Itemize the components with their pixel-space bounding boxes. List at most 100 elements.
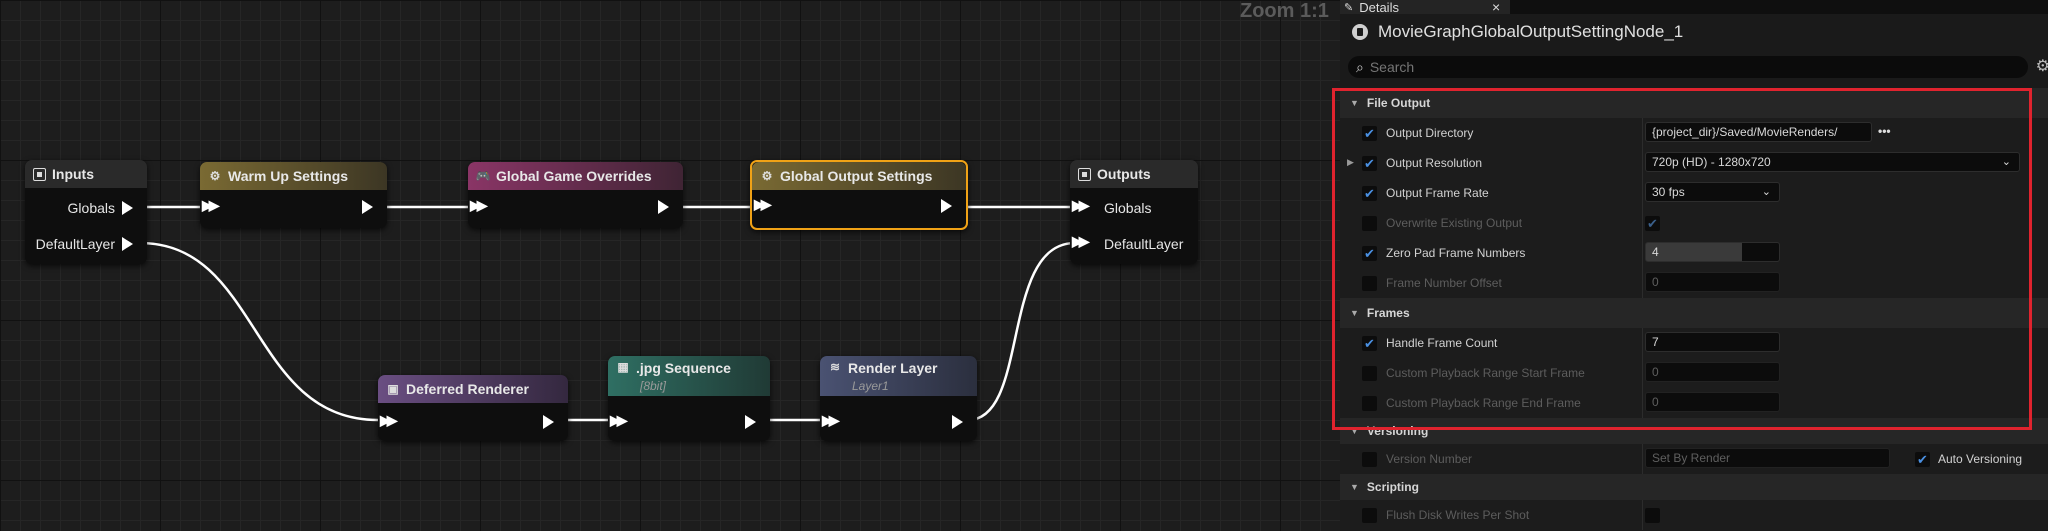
warmup-output-pin[interactable] <box>362 200 373 214</box>
section-scripting[interactable]: ▼ Scripting <box>1340 474 2048 500</box>
global-game-overrides-node[interactable]: 🎮 Global Game Overrides ▶▶ <box>468 162 683 228</box>
inputs-pin-defaultlayer[interactable] <box>122 237 133 251</box>
renderer-icon: ▣ <box>387 382 399 396</box>
label-handle-frame-count: Handle Frame Count <box>1386 336 1498 350</box>
warmup-node-title: Warm Up Settings <box>228 168 349 184</box>
checkbox-custom-range-end[interactable]: ✔ <box>1362 396 1377 411</box>
deferred-output-pin[interactable] <box>543 415 554 429</box>
row-frame-number-offset: ✔ Frame Number Offset 0 <box>1340 268 2048 298</box>
inputs-node-title: Inputs <box>52 166 94 182</box>
deferred-node-title: Deferred Renderer <box>406 381 529 397</box>
section-file-output[interactable]: ▼ File Output <box>1340 88 2048 118</box>
outputs-node-header: Outputs <box>1070 160 1198 188</box>
close-tab-icon[interactable]: × <box>1492 0 1501 15</box>
custom-range-end-field[interactable]: 0 <box>1645 392 1780 412</box>
outputs-pin-defaultlayer-label: DefaultLayer <box>1104 236 1184 252</box>
outputs-node-title: Outputs <box>1097 166 1151 182</box>
game-overrides-node-header: 🎮 Global Game Overrides <box>468 162 683 190</box>
output-settings-input-pin[interactable]: ▶▶ <box>754 196 771 212</box>
checkbox-handle-frame-count[interactable]: ✔ <box>1362 336 1377 351</box>
checkbox-flush-value[interactable]: ✔ <box>1645 508 1660 523</box>
render-layer-node[interactable]: ≋ Render Layer Layer1 ▶▶ <box>820 356 977 441</box>
output-resolution-value: 720p (HD) - 1280x720 <box>1652 155 1771 169</box>
graph-canvas[interactable]: Zoom 1:1 Inputs Globals DefaultLayer ⚙ W… <box>0 0 1340 531</box>
checkbox-auto-versioning[interactable]: ✔ <box>1915 452 1930 467</box>
collapse-arrow-icon: ▼ <box>1350 426 1359 436</box>
render-layer-node-header: ≋ Render Layer <box>820 356 977 396</box>
checkbox-flush-disk-writes[interactable]: ✔ <box>1362 508 1377 523</box>
checkbox-custom-range-start[interactable]: ✔ <box>1362 366 1377 381</box>
warmup-settings-node[interactable]: ⚙ Warm Up Settings ▶▶ <box>200 162 387 228</box>
details-search-bar[interactable]: ⌕ <box>1348 56 2028 78</box>
render-layer-input-pin[interactable]: ▶▶ <box>822 412 839 428</box>
browse-dots-button[interactable]: ••• <box>1878 124 1891 138</box>
global-output-settings-node[interactable]: ⚙ Global Output Settings ▶▶ <box>750 160 968 230</box>
output-frame-rate-dropdown[interactable]: 30 fps ⌄ <box>1645 182 1780 202</box>
deferred-input-pin[interactable]: ▶▶ <box>380 412 397 428</box>
game-overrides-input-pin[interactable]: ▶▶ <box>470 197 487 213</box>
label-flush-disk-writes: Flush Disk Writes Per Shot <box>1386 508 1530 522</box>
search-input[interactable] <box>1367 58 1972 76</box>
zoom-label: Zoom 1:1 <box>1240 0 1329 22</box>
checkbox-output-resolution[interactable]: ✔ <box>1362 156 1377 171</box>
output-settings-output-pin[interactable] <box>941 199 952 213</box>
checkbox-override-overwrite[interactable]: ✔ <box>1362 216 1377 231</box>
outputs-pin-globals-label: Globals <box>1104 200 1152 216</box>
jpg-input-pin[interactable]: ▶▶ <box>610 412 627 428</box>
row-flush-disk-writes: ✔ Flush Disk Writes Per Shot ✔ <box>1340 500 2048 530</box>
row-custom-range-start: ✔ Custom Playback Range Start Frame 0 <box>1340 358 2048 388</box>
collapse-arrow-icon: ▼ <box>1350 98 1359 108</box>
label-custom-range-start: Custom Playback Range Start Frame <box>1386 366 1585 380</box>
render-layer-node-subtitle: Layer1 <box>852 379 889 393</box>
chevron-down-icon: ⌄ <box>2001 156 2011 168</box>
gear-icon: ⚙ <box>761 169 773 183</box>
row-output-resolution: ▶ ✔ Output Resolution 720p (HD) - 1280x7… <box>1340 148 2048 178</box>
checkbox-overwrite-value[interactable]: ✔ <box>1645 216 1660 231</box>
output-directory-field[interactable]: {project_dir}/Saved/MovieRenders/ <box>1645 122 1872 142</box>
jpg-output-pin[interactable] <box>745 415 756 429</box>
version-number-field[interactable]: Set By Render <box>1645 448 1890 468</box>
output-frame-rate-value: 30 fps <box>1652 185 1685 199</box>
outputs-pin-globals[interactable]: ▶▶ <box>1072 197 1089 213</box>
deferred-renderer-node[interactable]: ▣ Deferred Renderer ▶▶ <box>378 375 568 441</box>
section-frames-title: Frames <box>1366 306 1410 320</box>
checkbox-version-number[interactable]: ✔ <box>1362 452 1377 467</box>
jpg-node-header: ▦ .jpg Sequence <box>608 356 770 396</box>
frame-number-offset-field[interactable]: 0 <box>1645 272 1780 292</box>
deferred-node-header: ▣ Deferred Renderer <box>378 375 568 403</box>
inputs-pin-globals-label: Globals <box>67 200 115 216</box>
gear-icon: ⚙ <box>209 169 221 183</box>
game-overrides-output-pin[interactable] <box>658 200 669 214</box>
zero-pad-slider[interactable]: 4 <box>1645 242 1780 262</box>
custom-range-start-field[interactable]: 0 <box>1645 362 1780 382</box>
tab-details[interactable]: ✎ Details × <box>1340 0 1510 15</box>
handle-frame-count-field[interactable]: 7 <box>1645 332 1780 352</box>
search-icon: ⌕ <box>1356 58 1364 75</box>
inputs-node-header: Inputs <box>25 160 147 188</box>
label-frame-number-offset: Frame Number Offset <box>1386 276 1502 290</box>
section-file-output-title: File Output <box>1366 96 1431 110</box>
jpg-sequence-node[interactable]: ▦ .jpg Sequence [8bit] ▶▶ <box>608 356 770 441</box>
section-versioning[interactable]: ▼ Versioning <box>1340 418 2048 444</box>
gamepad-icon: 🎮 <box>475 169 491 183</box>
warmup-input-pin[interactable]: ▶▶ <box>202 197 219 213</box>
checkbox-frame-number-offset[interactable]: ✔ <box>1362 276 1377 291</box>
render-layer-output-pin[interactable] <box>952 415 963 429</box>
checkbox-output-directory[interactable]: ✔ <box>1362 126 1377 141</box>
inputs-pin-globals[interactable] <box>122 201 133 215</box>
output-settings-node-title: Global Output Settings <box>780 168 933 184</box>
settings-gear-icon[interactable]: ⚙ <box>2035 58 2048 75</box>
expand-arrow-icon[interactable]: ▶ <box>1347 157 1354 167</box>
inputs-node[interactable]: Inputs Globals DefaultLayer <box>25 160 147 264</box>
output-resolution-dropdown[interactable]: 720p (HD) - 1280x720 ⌄ <box>1645 152 2020 172</box>
outputs-node[interactable]: Outputs ▶▶ Globals ▶▶ DefaultLayer <box>1070 160 1198 264</box>
panel-tab-bar: ✎ Details × <box>1340 0 2048 15</box>
row-overwrite-existing-output: ✔ Overwrite Existing Output ✔ <box>1340 208 2048 238</box>
wire-defaultlayer-deferred <box>139 241 379 422</box>
layers-icon: ≋ <box>829 360 841 374</box>
outputs-pin-defaultlayer[interactable]: ▶▶ <box>1072 233 1089 249</box>
jpg-node-title: .jpg Sequence <box>636 360 731 376</box>
section-frames[interactable]: ▼ Frames <box>1340 298 2048 328</box>
checkbox-zero-pad[interactable]: ✔ <box>1362 246 1377 261</box>
checkbox-output-frame-rate[interactable]: ✔ <box>1362 186 1377 201</box>
